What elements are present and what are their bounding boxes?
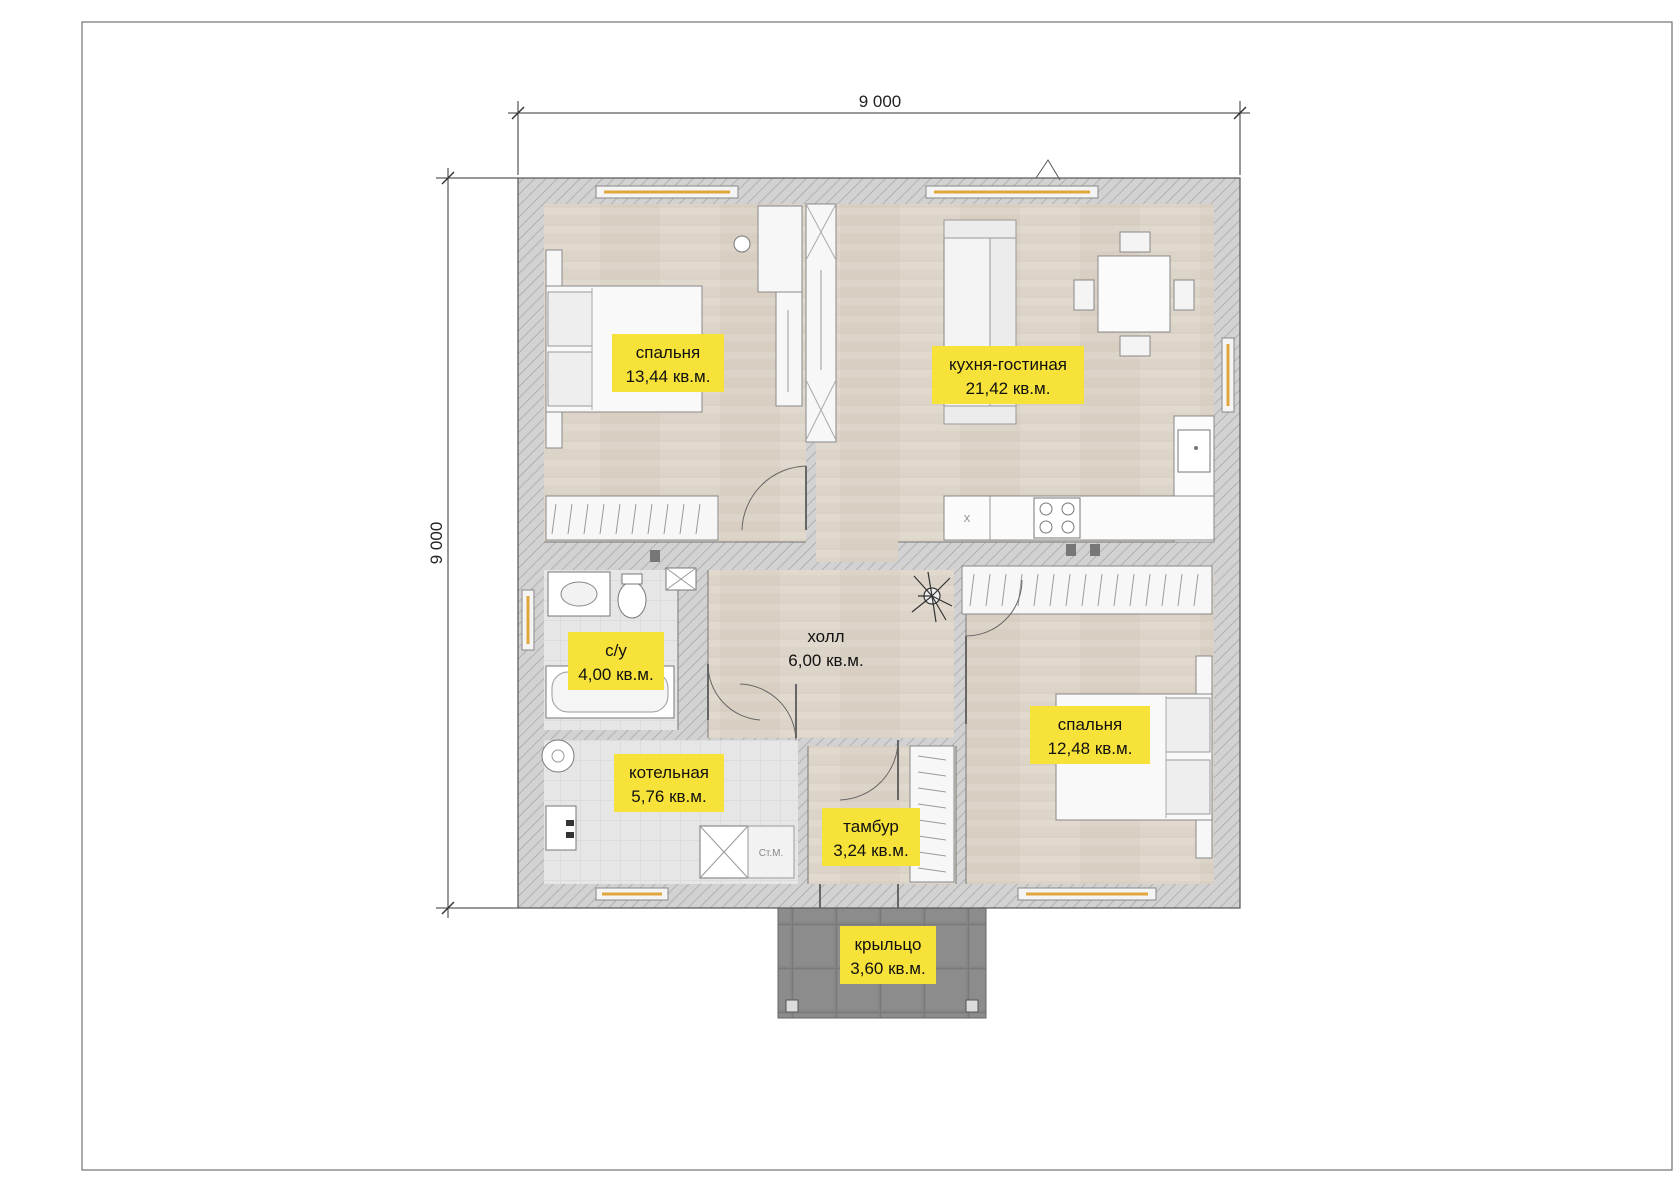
room-labels: спальня 13,44 кв.м. кухня-гостиная 21,42… [568, 334, 1150, 984]
sink [1177, 429, 1211, 473]
room-area: 21,42 кв.м. [966, 379, 1051, 398]
heater [545, 805, 577, 851]
stove-marker: X [964, 514, 971, 525]
room-area: 6,00 кв.м. [788, 651, 863, 670]
nightstand [1195, 819, 1213, 859]
washing-machine-label: Ст.М. [759, 848, 784, 859]
label-kitchen-living: кухня-гостиная 21,42 кв.м. [932, 346, 1084, 404]
height-dimension: 9 000 [427, 168, 520, 918]
nightstand [545, 407, 563, 449]
chair [1119, 231, 1151, 253]
windows [521, 159, 1235, 901]
room-name: спальня [636, 343, 701, 362]
socket [650, 550, 660, 562]
pillow [1165, 759, 1211, 815]
office-chair [733, 235, 751, 253]
doors [707, 465, 1023, 908]
label-boiler-room: котельная 5,76 кв.м. [614, 754, 724, 812]
room-name: крыльцо [855, 935, 922, 954]
cooktop [1033, 497, 1081, 539]
room-name: с/у [605, 641, 627, 660]
room-area: 12,48 кв.м. [1048, 739, 1133, 758]
room-area: 4,00 кв.м. [578, 665, 653, 684]
room-name: холл [807, 627, 844, 646]
washing-machine [747, 825, 795, 879]
label-bedroom-2: спальня 12,48 кв.м. [1030, 706, 1150, 764]
shelf [775, 291, 803, 407]
built-in-wardrobe [805, 203, 837, 443]
room-area: 3,24 кв.м. [833, 841, 908, 860]
pillow [1165, 697, 1211, 753]
nightstand [545, 249, 563, 291]
room-area: 13,44 кв.м. [626, 367, 711, 386]
boiler [541, 739, 575, 773]
label-vestibule: тамбур 3,24 кв.м. [822, 808, 920, 866]
pillow [547, 351, 593, 407]
label-bedroom-1: спальня 13,44 кв.м. [612, 334, 724, 392]
height-dimension-label: 9 000 [427, 522, 446, 565]
corridor-floor [816, 542, 898, 562]
toilet [617, 581, 647, 619]
label-hall: холл 6,00 кв.м. [788, 627, 863, 670]
room-name: кухня-гостиная [949, 355, 1067, 374]
plant [911, 571, 953, 623]
chair [1073, 279, 1095, 311]
sheet-frame [81, 21, 1673, 1171]
room-name: котельная [629, 763, 709, 782]
label-porch: крыльцо 3,60 кв.м. [840, 926, 936, 984]
width-dimension: 9 000 [508, 92, 1250, 175]
room-area: 3,60 кв.м. [850, 959, 925, 978]
boiler-room-fixtures: Ст.М. [541, 739, 795, 879]
hall-floor [708, 570, 954, 738]
room-area: 5,76 кв.м. [631, 787, 706, 806]
pillow [547, 291, 593, 347]
desk [757, 205, 803, 293]
room-name: спальня [1058, 715, 1123, 734]
partitions [544, 541, 1214, 884]
socket [1066, 544, 1076, 556]
chair [1119, 335, 1151, 357]
nightstand [1195, 655, 1213, 695]
chair [1173, 279, 1195, 311]
wardrobe [961, 565, 1213, 615]
room-name: тамбур [843, 817, 899, 836]
dining-table [1097, 255, 1171, 333]
label-bathroom: с/у 4,00 кв.м. [568, 632, 664, 690]
width-dimension-label: 9 000 [859, 92, 902, 111]
socket [1090, 544, 1100, 556]
